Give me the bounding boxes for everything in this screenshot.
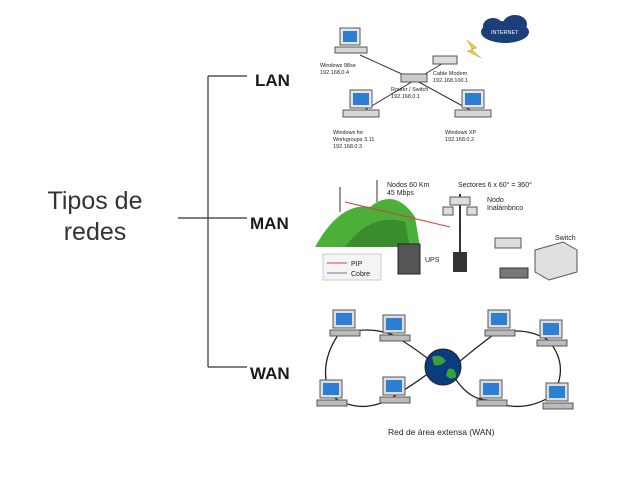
man-sectors: Sectores 6 x 60° = 360°	[458, 181, 532, 189]
pc-icon	[334, 27, 368, 54]
pc-icon	[342, 89, 380, 118]
lan-diagram: INTERNET Windows 98se 192.168.0.4 Cable …	[320, 15, 529, 150]
legend-pip: PIP	[351, 261, 363, 268]
pc2-name-1: Windows for	[333, 130, 363, 136]
lightning-icon	[466, 39, 482, 59]
router-icon	[400, 73, 428, 83]
pc-icon	[454, 89, 492, 118]
pc-icon	[379, 314, 411, 342]
switch-icon	[534, 241, 578, 281]
man-diagram: Nodos 60 Km 45 Mbps Sectores 6 x 60° = 3…	[315, 180, 578, 281]
globe-icon	[424, 348, 462, 386]
pc2-name-2: Workgroups 3.11	[333, 137, 374, 143]
man-ups: UPS	[425, 257, 440, 264]
man-nodes: Nodos 60 Km	[387, 182, 430, 189]
modem-name: Cable Modem	[433, 71, 468, 77]
router-icon	[499, 267, 529, 279]
modem-icon	[432, 55, 458, 65]
router-ip: 192.168.0.1	[391, 94, 420, 100]
title-line-2: redes	[63, 218, 127, 246]
legend-copper: Cobre	[351, 271, 370, 278]
man-legend: PIP Cobre	[322, 253, 382, 281]
main-title: Tipos de redes	[30, 186, 160, 248]
label-wan: WAN	[250, 364, 290, 383]
tower-icon	[339, 180, 378, 212]
hill-icon	[315, 199, 420, 247]
pc-icon	[379, 376, 411, 404]
pc1-name: Windows 98se	[320, 63, 356, 69]
title-line-1: Tipos de	[47, 187, 143, 215]
pc-icon	[316, 379, 348, 407]
pc-icon	[536, 319, 568, 347]
pc1-ip: 192.168.0.4	[320, 70, 349, 76]
label-lan: LAN	[255, 71, 290, 90]
internet-cloud-icon: INTERNET	[481, 15, 529, 43]
wan-caption: Red de área extensa (WAN)	[388, 427, 495, 437]
ups-icon	[397, 243, 421, 275]
router-name: Router / Switch	[391, 87, 428, 93]
pc-icon	[329, 309, 361, 337]
wan-diagram: Red de área extensa (WAN)	[316, 309, 574, 437]
pc-icon	[542, 382, 574, 410]
man-speed: 45 Mbps	[387, 190, 414, 197]
man-node-2: Inalámbrico	[487, 205, 523, 212]
label-man: MAN	[250, 214, 289, 233]
man-node-1: Nodo	[487, 197, 504, 204]
pc3-ip: 192.168.0.2	[445, 137, 474, 143]
pc3-name: Windows XP	[445, 130, 477, 136]
internet-label: INTERNET	[491, 30, 519, 36]
pc2-ip: 192.168.0.3	[333, 144, 362, 150]
modem-ip: 192.168.100.1	[433, 78, 468, 84]
router-icon	[494, 237, 522, 249]
sector-antenna-icon	[442, 194, 478, 272]
man-switch: Switch	[555, 235, 576, 242]
pc-icon	[484, 309, 516, 337]
pc-icon	[476, 379, 508, 407]
